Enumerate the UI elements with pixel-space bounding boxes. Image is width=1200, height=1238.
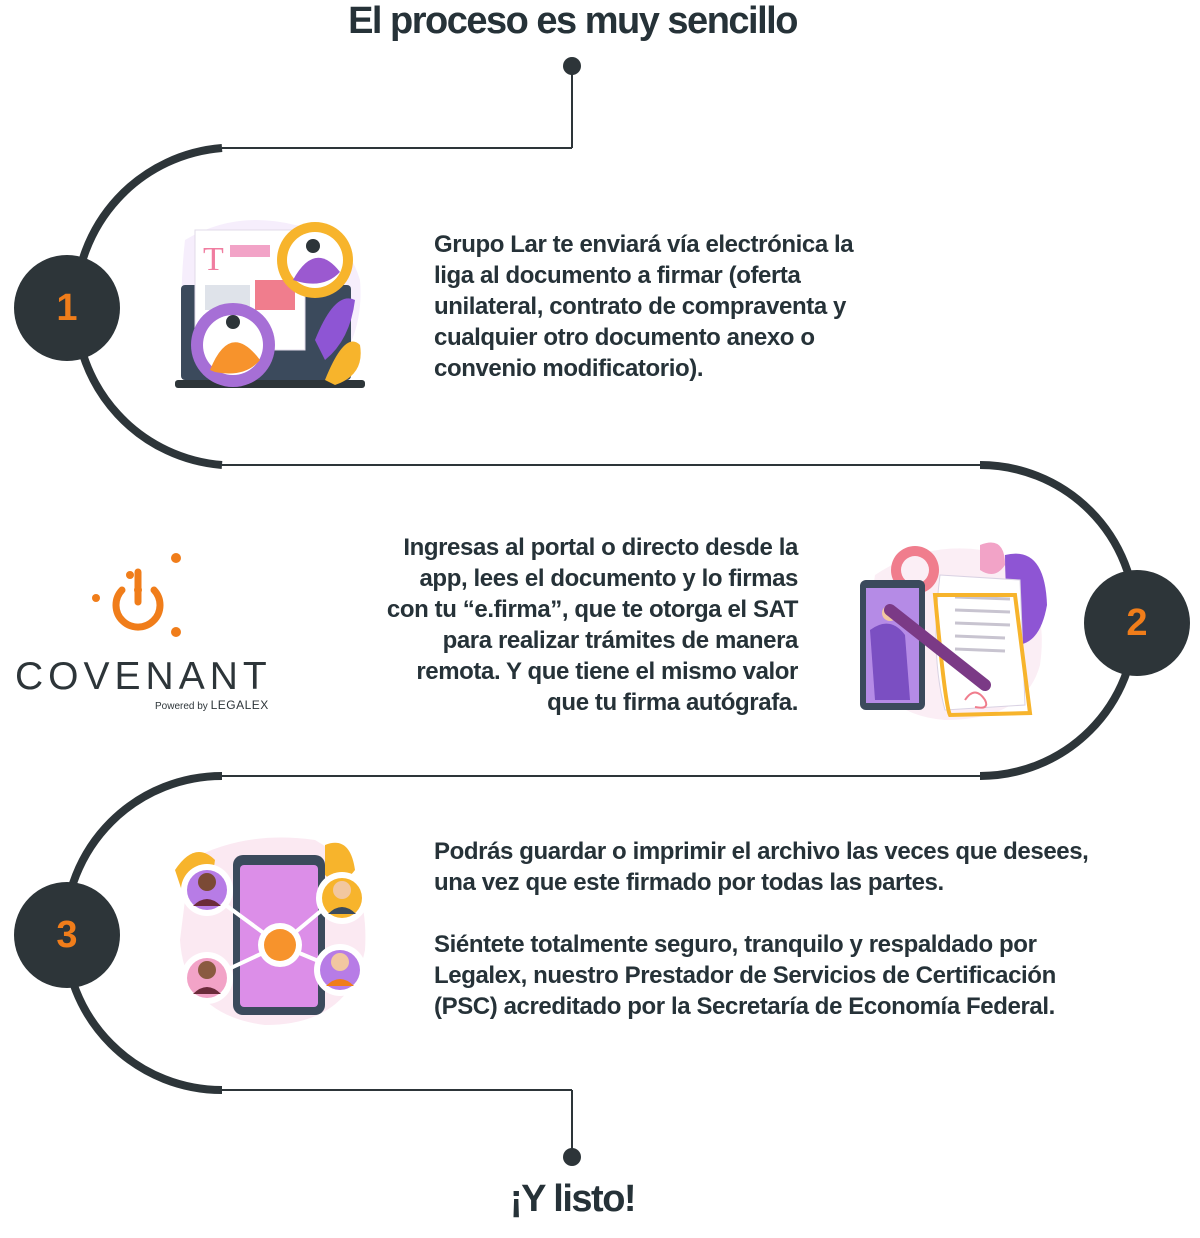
powered-by-label: Powered by LEGALEX — [155, 698, 269, 712]
step-2-line: que tu firma autógrafa. — [547, 689, 798, 716]
step-3-line: una vez que este firmado por todas las p… — [434, 869, 944, 896]
step-1-line: liga al documento a firmar (oferta — [434, 262, 801, 289]
page-title: El proceso es muy sencillo — [348, 0, 798, 42]
paragraph-spacer — [434, 898, 1088, 929]
step-1-badge: 1 — [14, 255, 120, 361]
step-2-line: Ingresas al portal o directo desde la — [403, 534, 798, 561]
closing-text: ¡Y listo! — [509, 1178, 637, 1220]
tablet-signature-illustration — [860, 542, 1047, 720]
phone-network-people-illustration — [175, 837, 368, 1025]
step-2-badge: 2 — [1084, 570, 1190, 676]
step-3-line: (PSC) acreditado por la Secretaría de Ec… — [434, 993, 1055, 1020]
powered-by-prefix: Powered by — [155, 701, 208, 712]
dot-bottom — [563, 1148, 581, 1166]
step-1-line: cualquier otro documento anexo o — [434, 324, 815, 351]
step-1-text: Grupo Lar te enviará vía electrónica la … — [434, 229, 854, 384]
step-1-line: unilateral, contrato de compraventa y — [434, 293, 846, 320]
step-3-line: Siéntete totalmente seguro, tranquilo y … — [434, 931, 1037, 958]
power-icon — [92, 553, 181, 637]
step-1-line: Grupo Lar te enviará vía electrónica la — [434, 231, 854, 258]
step-3-text: Podrás guardar o imprimir el archivo las… — [434, 836, 1089, 1022]
step-2-line: remota. Y que tiene el mismo valor — [416, 658, 798, 685]
step-2-line: para realizar trámites de manera — [442, 627, 799, 654]
laptop-gears-illustration: T — [175, 220, 365, 388]
covenant-logo: COVENANT — [15, 655, 272, 698]
dot-top — [563, 57, 581, 75]
step-2-line: con tu “e.firma”, que te otorga el SAT — [386, 596, 798, 623]
step-3-badge: 3 — [14, 882, 120, 988]
legalex-brand: LEGALEX — [210, 698, 269, 712]
step-2-text: Ingresas al portal o directo desde la ap… — [387, 532, 798, 718]
step-3-line: Legalex, nuestro Prestador de Servicios … — [434, 962, 1056, 989]
step-3-line: Podrás guardar o imprimir el archivo las… — [434, 838, 1089, 865]
step-2-line: app, lees el documento y lo firmas — [419, 565, 798, 592]
svg-text:T: T — [203, 241, 224, 278]
step-1-line: convenio modificatorio). — [434, 355, 704, 382]
